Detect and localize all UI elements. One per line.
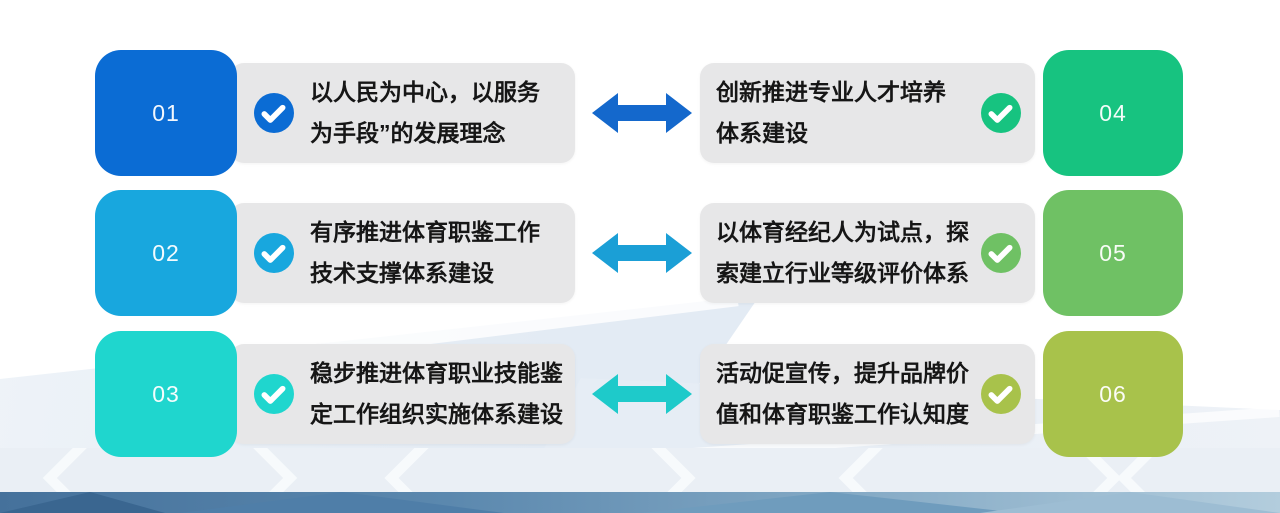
step-text: 以人民为中心，以服务 为手段”的发展理念 [310, 72, 540, 154]
step-text-line: 以体育经纪人为试点，探 [716, 219, 969, 245]
step-text-line: 以人民为中心，以服务 [310, 79, 540, 105]
step-number: 06 [1099, 380, 1127, 407]
step-text: 以体育经纪人为试点，探 索建立行业等级评价体系 [716, 212, 969, 294]
step-text-line: 为手段”的发展理念 [310, 120, 506, 146]
step-row-3: 03 稳步推进体育职业技能鉴 定工作组织实施体系建设 活动促宣传，提升品牌价 值… [0, 331, 1280, 457]
check-circle-icon [254, 233, 294, 273]
band-diamond [980, 492, 1280, 513]
step-text-line: 体系建设 [716, 120, 808, 146]
step-row-1: 01 以人民为中心，以服务 为手段”的发展理念 创新推进专业人才培养 体系建设 … [0, 50, 1280, 176]
check-circle-icon [254, 93, 294, 133]
step-number-badge-03: 03 [95, 331, 237, 457]
step-number-badge-02: 02 [95, 190, 237, 316]
step-text-line: 值和体育职鉴工作认知度 [716, 401, 969, 427]
step-text: 稳步推进体育职业技能鉴 定工作组织实施体系建设 [310, 353, 563, 435]
step-textbox-01: 以人民为中心，以服务 为手段”的发展理念 [230, 63, 575, 163]
band-diamond [180, 492, 504, 513]
step-textbox-03: 稳步推进体育职业技能鉴 定工作组织实施体系建设 [230, 344, 575, 444]
step-textbox-04: 创新推进专业人才培养 体系建设 [700, 63, 1035, 163]
step-number: 05 [1099, 239, 1127, 266]
step-number: 03 [152, 380, 180, 407]
step-text: 创新推进专业人才培养 体系建设 [716, 72, 946, 154]
step-number-badge-05: 05 [1043, 190, 1183, 316]
step-number: 02 [152, 239, 180, 266]
check-circle-icon [981, 374, 1021, 414]
step-textbox-02: 有序推进体育职鉴工作 技术支撑体系建设 [230, 203, 575, 303]
step-number: 01 [152, 99, 180, 126]
step-text-line: 索建立行业等级评价体系 [716, 260, 969, 286]
double-arrow-icon [592, 374, 692, 414]
step-number-badge-01: 01 [95, 50, 237, 176]
check-circle-icon [254, 374, 294, 414]
check-circle-icon [981, 233, 1021, 273]
band-diamond [641, 492, 1019, 513]
step-text-line: 技术支撑体系建设 [310, 260, 494, 286]
step-number-badge-04: 04 [1043, 50, 1183, 176]
step-text: 有序推进体育职鉴工作 技术支撑体系建设 [310, 212, 540, 294]
bottom-band [0, 492, 1280, 513]
double-arrow-icon [592, 93, 692, 133]
step-text-line: 稳步推进体育职业技能鉴 [310, 360, 563, 386]
step-text: 活动促宣传，提升品牌价 值和体育职鉴工作认知度 [716, 353, 969, 435]
step-row-2: 02 有序推进体育职鉴工作 技术支撑体系建设 以体育经纪人为试点，探 索建立行业… [0, 190, 1280, 316]
step-text-line: 定工作组织实施体系建设 [310, 401, 563, 427]
step-text-line: 创新推进专业人才培养 [716, 79, 946, 105]
step-text-line: 活动促宣传，提升品牌价 [716, 360, 969, 386]
step-text-line: 有序推进体育职鉴工作 [310, 219, 540, 245]
double-arrow-icon [592, 233, 692, 273]
step-textbox-05: 以体育经纪人为试点，探 索建立行业等级评价体系 [700, 203, 1035, 303]
step-number-badge-06: 06 [1043, 331, 1183, 457]
step-number: 04 [1099, 99, 1127, 126]
check-circle-icon [981, 93, 1021, 133]
step-textbox-06: 活动促宣传，提升品牌价 值和体育职鉴工作认知度 [700, 344, 1035, 444]
